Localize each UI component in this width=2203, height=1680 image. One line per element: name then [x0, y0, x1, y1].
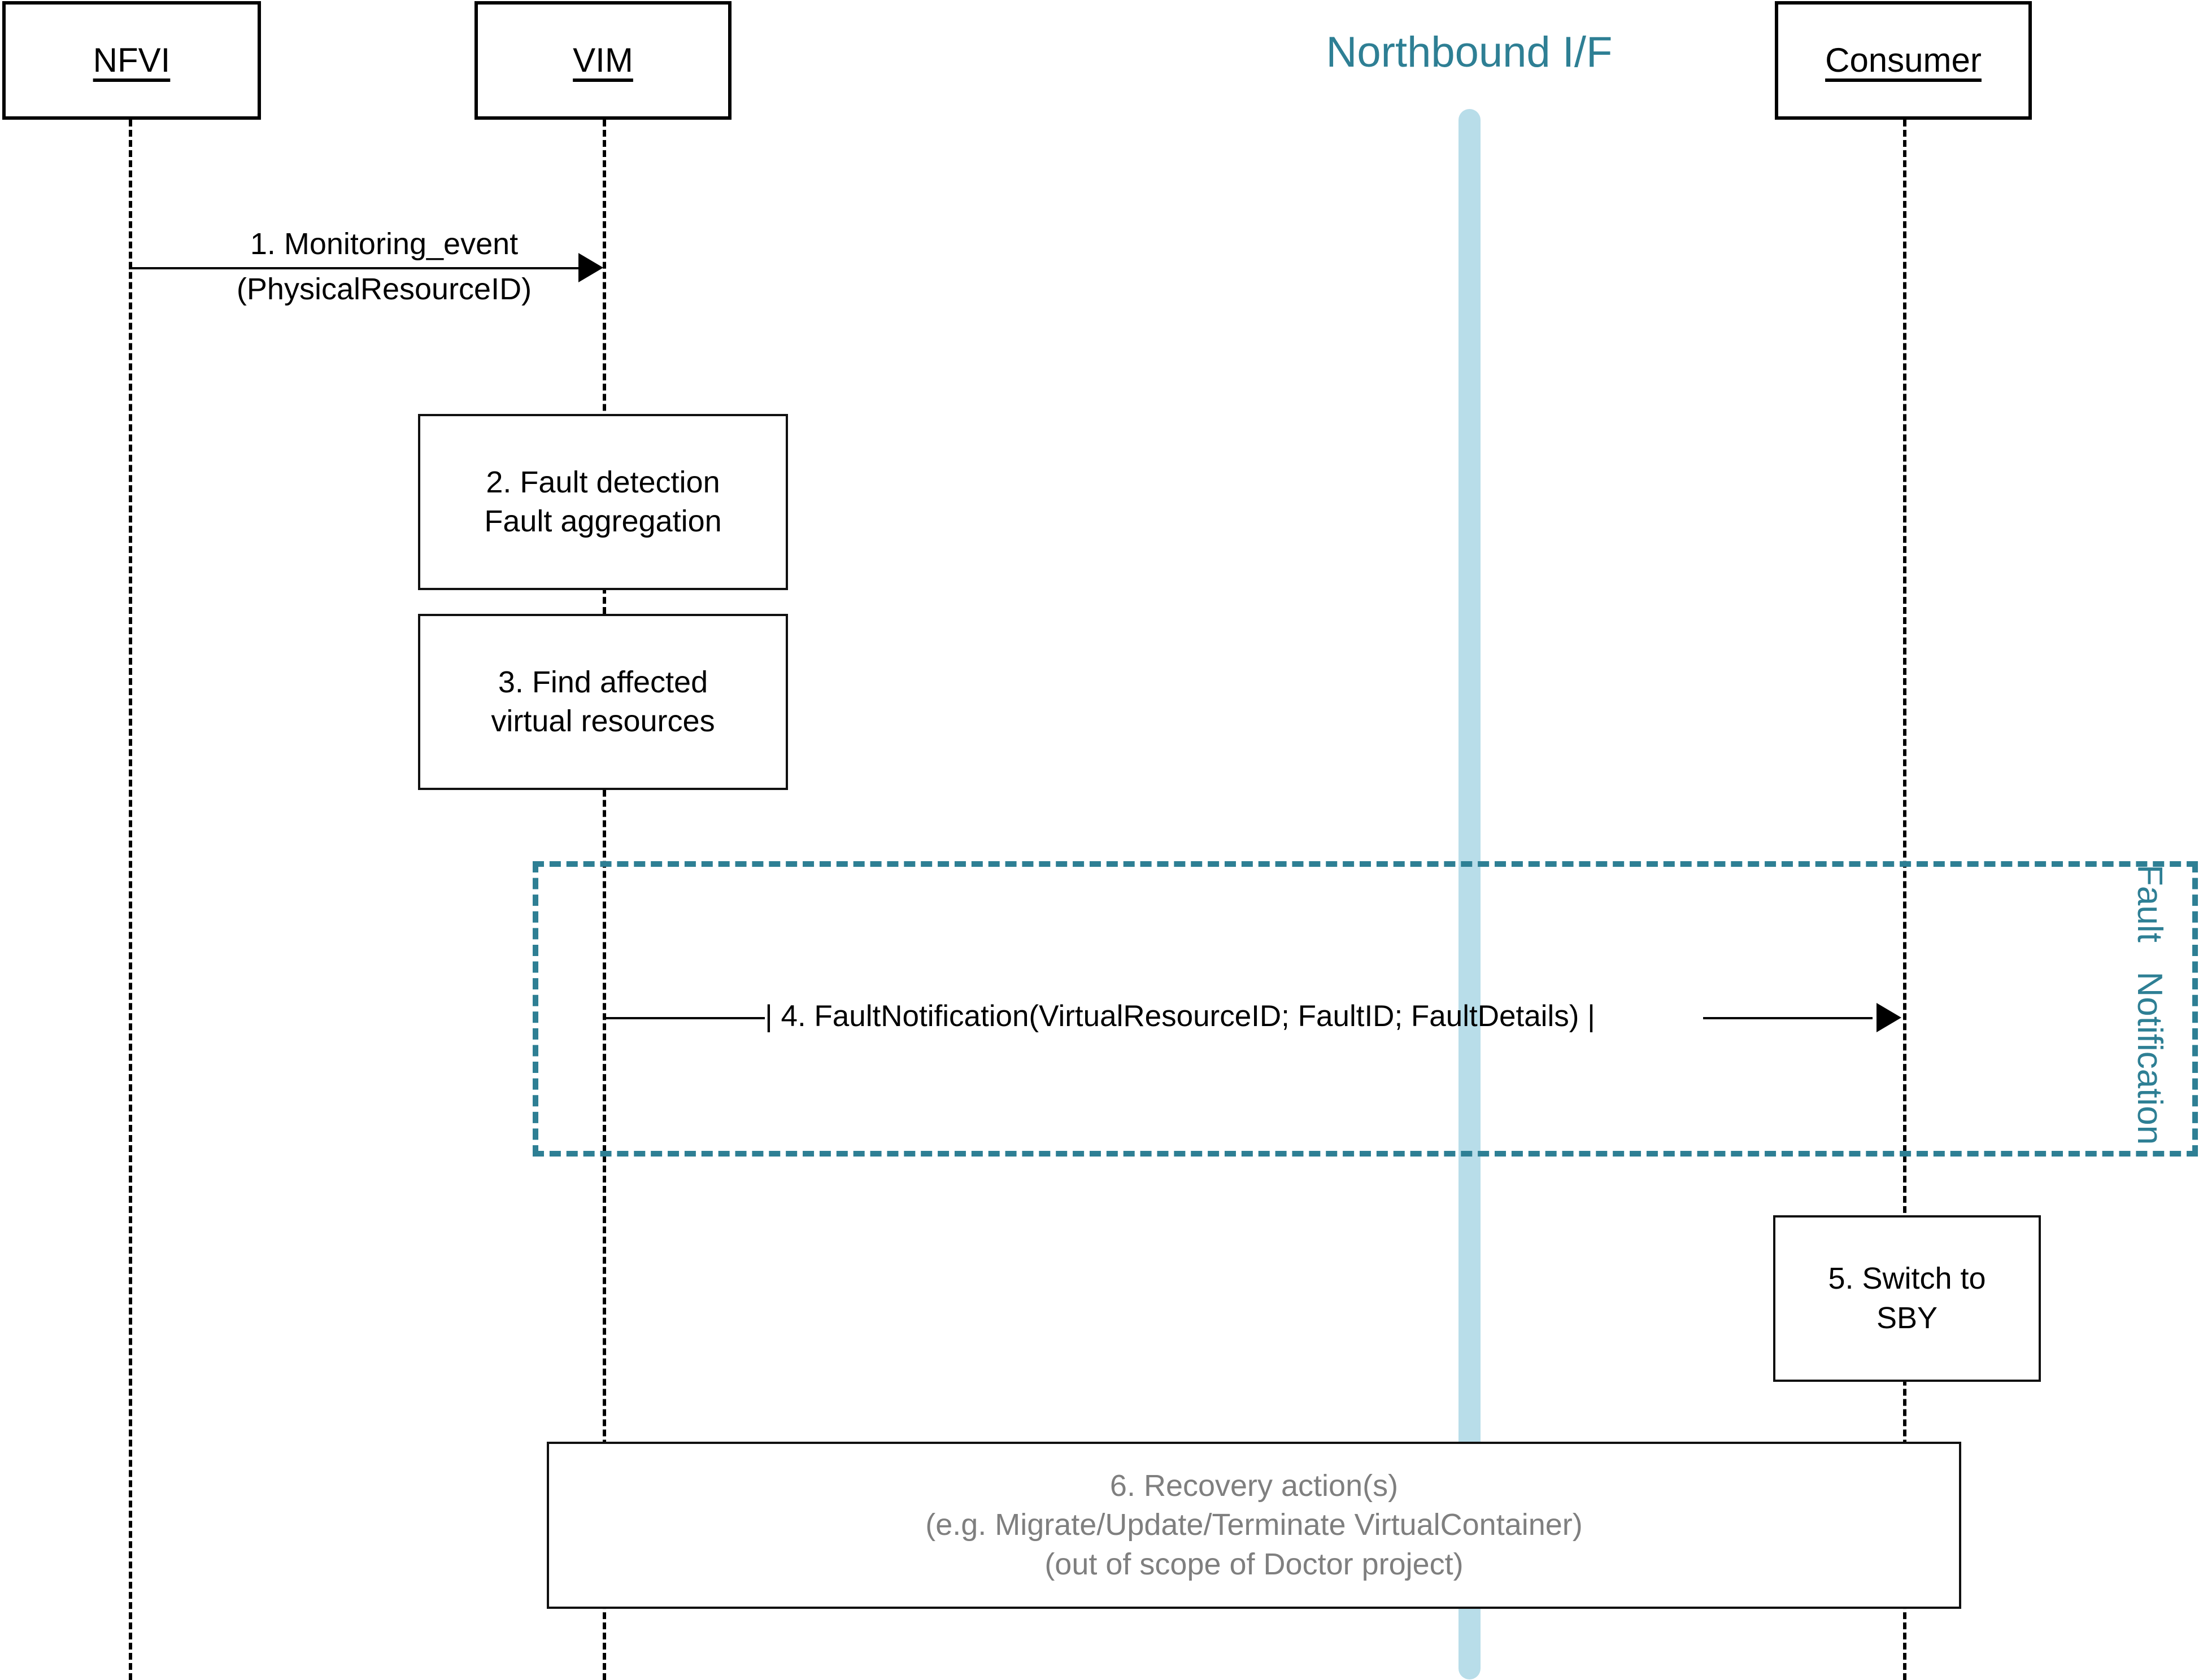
- fault-notification-frame-label: Fault Notification: [2130, 858, 2169, 1151]
- frame-label-separator: [2130, 952, 2169, 962]
- participant-label-nfvi: NFVI: [93, 41, 171, 79]
- process-box-6-line2: (e.g. Migrate/Update/Terminate VirtualCo…: [925, 1508, 1583, 1542]
- process-box-recovery-actions[interactable]: 6. Recovery action(s) (e.g. Migrate/Upda…: [547, 1442, 1961, 1609]
- fault-notification-frame: [533, 861, 2198, 1157]
- process-box-switch-to-sby-text: 5. Switch to SBY: [1820, 1259, 1993, 1337]
- process-box-3-line1: 3. Find affected: [498, 665, 708, 699]
- process-box-2-line2: Fault aggregation: [484, 504, 722, 538]
- participant-box-vim[interactable]: VIM: [474, 1, 732, 120]
- frame-label-line2: Notification: [2130, 971, 2170, 1145]
- process-box-fault-detection[interactable]: 2. Fault detection Fault aggregation: [418, 414, 788, 590]
- message-label-4: | 4. FaultNotification(VirtualResourceID…: [765, 1000, 1595, 1033]
- participant-box-nfvi[interactable]: NFVI: [2, 1, 261, 120]
- process-box-2-line1: 2. Fault detection: [486, 465, 720, 499]
- lifeline-consumer: [1903, 120, 1906, 1680]
- frame-label-line1: Fault: [2130, 864, 2170, 942]
- northbound-interface-title: Northbound I/F: [1326, 28, 1613, 76]
- process-box-switch-to-sby[interactable]: 5. Switch to SBY: [1773, 1215, 2041, 1382]
- lifeline-vim: [603, 120, 606, 1680]
- northbound-interface-bar: [1458, 109, 1481, 1679]
- message-arrowhead-4: [1877, 1003, 1901, 1032]
- message-label-1-line2: (PhysicalResourceID): [236, 272, 532, 306]
- message-line-4-right: [1703, 1017, 1873, 1019]
- participant-label-vim: VIM: [573, 41, 633, 79]
- process-box-6-line3: (out of scope of Doctor project): [1044, 1547, 1464, 1581]
- participant-box-consumer[interactable]: Consumer: [1775, 1, 2032, 120]
- process-box-find-affected-resources-text: 3. Find affected virtual resources: [483, 663, 722, 741]
- message-label-1-line1: 1. Monitoring_event: [250, 227, 519, 261]
- lifeline-nfvi: [129, 120, 132, 1680]
- process-box-recovery-actions-text: 6. Recovery action(s) (e.g. Migrate/Upda…: [917, 1467, 1591, 1583]
- message-line-4-left: [603, 1017, 765, 1019]
- message-arrowhead-1: [578, 253, 603, 282]
- process-box-5-line1: 5. Switch to: [1828, 1262, 1986, 1296]
- process-box-3-line2: virtual resources: [491, 704, 715, 738]
- process-box-find-affected-resources[interactable]: 3. Find affected virtual resources: [418, 614, 788, 790]
- message-line-1: [129, 267, 581, 269]
- participant-label-consumer: Consumer: [1825, 41, 1982, 79]
- process-box-5-line2: SBY: [1876, 1301, 1938, 1335]
- process-box-6-line1: 6. Recovery action(s): [1109, 1469, 1399, 1503]
- process-box-fault-detection-text: 2. Fault detection Fault aggregation: [476, 463, 729, 541]
